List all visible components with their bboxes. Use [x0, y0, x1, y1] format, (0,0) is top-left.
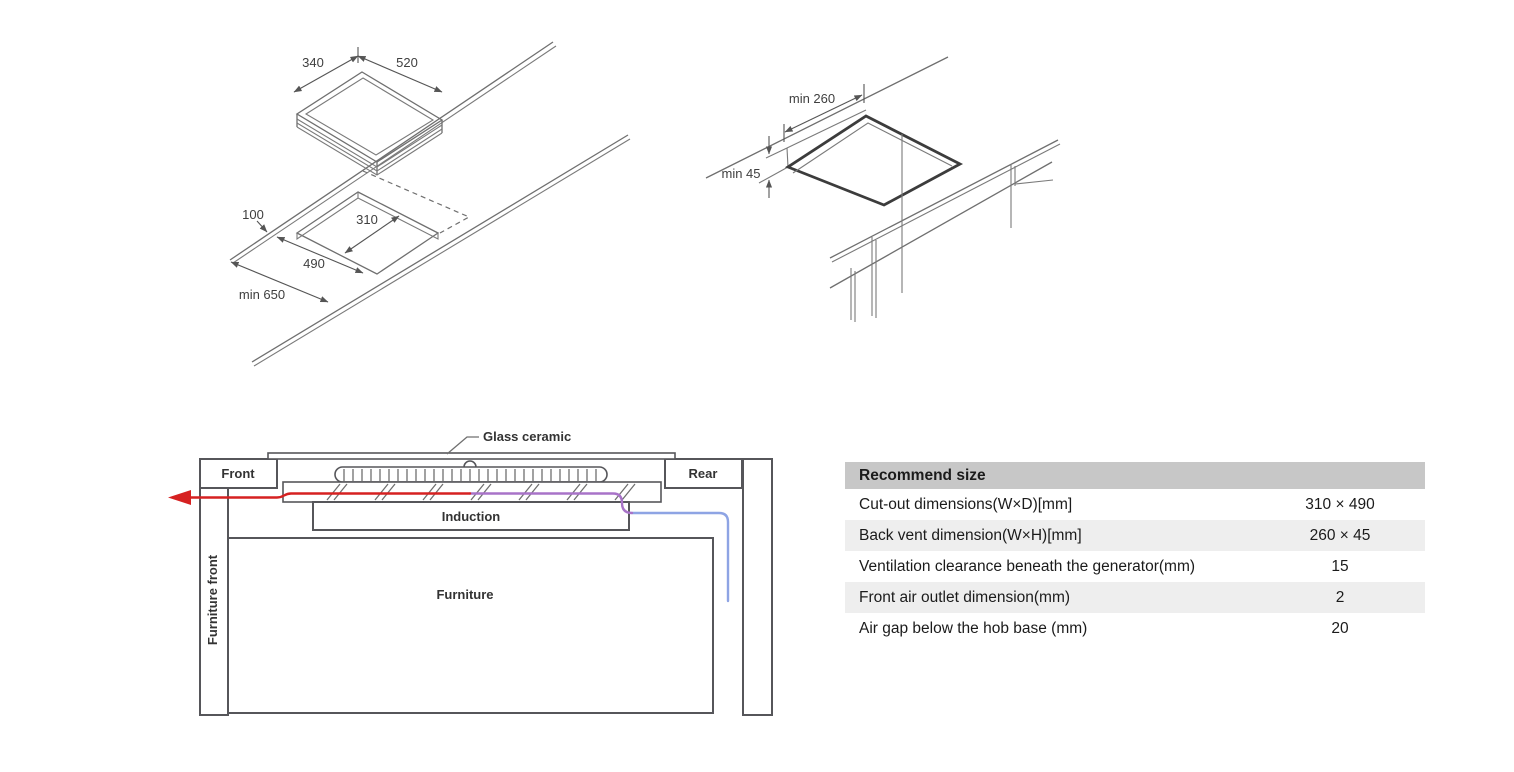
countertop-front-edge	[251, 134, 631, 367]
back-vent-diagram: min 260 min 45	[705, 56, 1061, 322]
table-row: Front air outlet dimension(mm) 2	[845, 582, 1425, 613]
right-wall	[742, 458, 773, 716]
sensor-bump	[463, 460, 477, 468]
row-value: 2	[1335, 589, 1345, 606]
dim-100: 100	[242, 207, 268, 233]
left-wall	[199, 487, 229, 716]
section-labels: Glass ceramic Front Rear Induction Furni…	[205, 429, 717, 645]
back-wall-line	[705, 56, 949, 179]
table-row: Ventilation clearance beneath the genera…	[845, 551, 1425, 582]
hob-isometric-diagram: 340 520 100 310 490 min 650	[229, 41, 631, 367]
row-value: 260 × 45	[1309, 527, 1371, 544]
dim-min-650: min 650	[230, 261, 329, 303]
row-label: Cut-out dimensions(W×D)[mm]	[859, 496, 1073, 513]
dim-520: 520	[357, 55, 443, 93]
hob-top-view	[295, 71, 444, 176]
table-row: Air gap below the hob base (mm) 20	[845, 613, 1425, 644]
furniture-front-label: Furniture front	[205, 554, 220, 645]
dim-340: 340	[293, 47, 359, 93]
airflow-red-arrowhead	[168, 490, 191, 505]
table-header: Recommend size	[845, 462, 1425, 489]
airflow-blue-line	[630, 511, 730, 603]
furniture-label: Furniture	[436, 587, 493, 602]
dim-min260-label: min 260	[789, 91, 835, 106]
airflow-red-line	[189, 492, 472, 499]
hidden-hob-outline	[362, 170, 471, 234]
rear-block	[664, 458, 743, 489]
row-value: 20	[1331, 620, 1349, 637]
front-block	[199, 458, 278, 489]
airflow	[168, 490, 730, 603]
dim-min-45: min 45	[721, 136, 773, 198]
dim-520-label: 520	[396, 55, 418, 70]
vent-slot	[758, 109, 867, 184]
glass-ceramic-plate	[267, 452, 676, 460]
dim-min-260: min 260	[783, 84, 865, 142]
furniture-box	[227, 537, 714, 714]
counter-front-and-cabinet	[829, 134, 1061, 322]
glass-ceramic-label: Glass ceramic	[483, 429, 571, 444]
front-label: Front	[221, 466, 255, 481]
induction-label: Induction	[442, 509, 501, 524]
dim-min650-label: min 650	[239, 287, 285, 302]
vent-cutout	[784, 114, 964, 207]
dim-490: 490	[276, 236, 364, 274]
dim-490-label: 490	[303, 256, 325, 271]
heatsink-fins	[334, 460, 608, 483]
row-label: Back vent dimension(W×H)[mm]	[859, 527, 1082, 544]
dim-100-label: 100	[242, 207, 264, 222]
dim-340-label: 340	[302, 55, 324, 70]
table-row: Cut-out dimensions(W×D)[mm] 310 × 490	[845, 489, 1425, 520]
rear-label: Rear	[689, 466, 718, 481]
row-label: Air gap below the hob base (mm)	[859, 620, 1088, 637]
dim-310-label: 310	[356, 212, 378, 227]
dim-310: 310	[344, 212, 400, 254]
recommend-size-table: Recommend size Cut-out dimensions(W×D)[m…	[845, 462, 1425, 644]
ventilation-channel	[282, 481, 662, 503]
cross-section-diagram: Glass ceramic Front Rear Induction Furni…	[168, 429, 773, 716]
row-label: Ventilation clearance beneath the genera…	[859, 558, 1196, 575]
induction-box	[312, 501, 630, 531]
dim-min45-label: min 45	[721, 166, 760, 181]
airflow-purple-line	[468, 492, 634, 515]
table-row: Back vent dimension(W×H)[mm] 260 × 45	[845, 520, 1425, 551]
row-label: Front air outlet dimension(mm)	[859, 589, 1071, 606]
row-value: 310 × 490	[1305, 496, 1375, 513]
countertop-back-edge	[229, 41, 557, 264]
row-value: 15	[1331, 558, 1349, 575]
